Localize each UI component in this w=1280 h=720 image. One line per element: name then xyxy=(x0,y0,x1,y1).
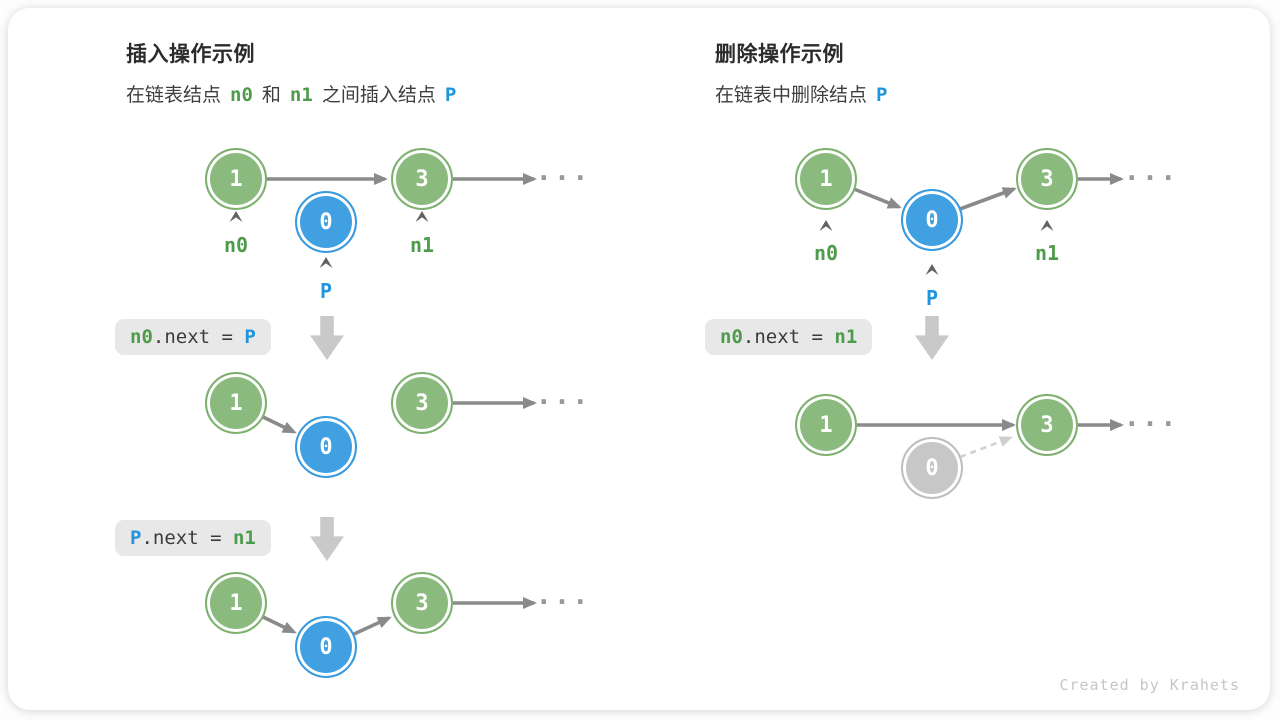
code-op: .next = xyxy=(152,326,245,348)
ellipsis: ... xyxy=(535,580,591,611)
ellipsis: ... xyxy=(535,380,591,411)
label-n1: n1 xyxy=(409,233,435,257)
code-var: P xyxy=(244,326,256,348)
label-p: P xyxy=(925,286,939,310)
watermark: Created by Krahets xyxy=(1059,676,1240,694)
ellipsis: ... xyxy=(1123,156,1179,187)
node-value-1: 1 xyxy=(795,394,857,456)
subtitle-text: 之间插入结点 xyxy=(321,85,436,106)
node-text: 0 xyxy=(925,455,939,481)
node-text: 1 xyxy=(229,166,243,192)
node-text: 0 xyxy=(925,207,939,233)
node-text: 1 xyxy=(819,166,833,192)
caret-up-icon xyxy=(1040,220,1054,231)
code-statement-3: n0.next = n1 xyxy=(705,319,873,355)
node-value-0-p: 0 xyxy=(295,191,357,253)
token-p: P xyxy=(876,84,888,106)
code-var: P xyxy=(130,527,142,549)
node-value-1: 1 xyxy=(205,572,267,634)
node-value-3: 3 xyxy=(391,372,453,434)
node-text: 1 xyxy=(819,412,833,438)
node-text: 3 xyxy=(415,390,429,416)
node-value-1: 1 xyxy=(795,148,857,210)
ellipsis: ... xyxy=(535,156,591,187)
right-section-title: 删除操作示例 xyxy=(715,43,844,66)
node-text: 1 xyxy=(229,590,243,616)
node-text: 0 xyxy=(319,434,333,460)
caret-up-icon xyxy=(229,211,243,222)
node-value-0-p: 0 xyxy=(901,189,963,251)
code-var: n0 xyxy=(130,326,153,348)
node-value-3: 3 xyxy=(391,148,453,210)
caret-up-icon xyxy=(415,211,429,222)
node-text: 3 xyxy=(415,590,429,616)
node-text: 0 xyxy=(319,209,333,235)
node-text: 3 xyxy=(1040,412,1054,438)
subtitle-text: 在链表结点 xyxy=(126,85,222,106)
caret-up-icon xyxy=(819,220,833,231)
label-n1: n1 xyxy=(1034,241,1060,265)
token-n1: n1 xyxy=(289,84,313,106)
node-value-3: 3 xyxy=(1016,148,1078,210)
left-section-title: 插入操作示例 xyxy=(126,43,255,66)
ellipsis: ... xyxy=(1123,402,1179,433)
token-n0: n0 xyxy=(230,84,253,106)
node-value-0-removed: 0 xyxy=(901,437,963,499)
subtitle-text: 和 xyxy=(261,85,281,106)
label-n0: n0 xyxy=(813,241,839,265)
left-section-subtitle: 在链表结点 n0 和 n1 之间插入结点 P xyxy=(126,80,465,107)
node-value-0-p: 0 xyxy=(295,616,357,678)
code-var: n1 xyxy=(232,527,256,549)
node-value-3: 3 xyxy=(1016,394,1078,456)
code-var: n1 xyxy=(834,326,858,348)
node-value-1: 1 xyxy=(205,148,267,210)
node-text: 1 xyxy=(229,390,243,416)
node-text: 3 xyxy=(415,166,429,192)
token-p: P xyxy=(444,84,457,106)
node-value-3: 3 xyxy=(391,572,453,634)
code-statement-2: P.next = n1 xyxy=(115,520,271,556)
caret-up-icon xyxy=(319,257,333,268)
node-text: 3 xyxy=(1040,166,1054,192)
caret-up-icon xyxy=(925,264,939,275)
code-var: n0 xyxy=(720,326,743,348)
subtitle-text: 在链表中删除结点 xyxy=(715,85,868,106)
code-op: .next = xyxy=(141,527,233,549)
node-value-1: 1 xyxy=(205,372,267,434)
node-value-0-p: 0 xyxy=(295,416,357,478)
code-op: .next = xyxy=(742,326,835,348)
label-n0: n0 xyxy=(223,233,249,257)
code-statement-1: n0.next = P xyxy=(115,319,271,355)
node-text: 0 xyxy=(319,634,333,660)
canvas-card xyxy=(8,8,1270,710)
label-p: P xyxy=(319,279,333,303)
right-section-subtitle: 在链表中删除结点 P xyxy=(715,80,896,107)
